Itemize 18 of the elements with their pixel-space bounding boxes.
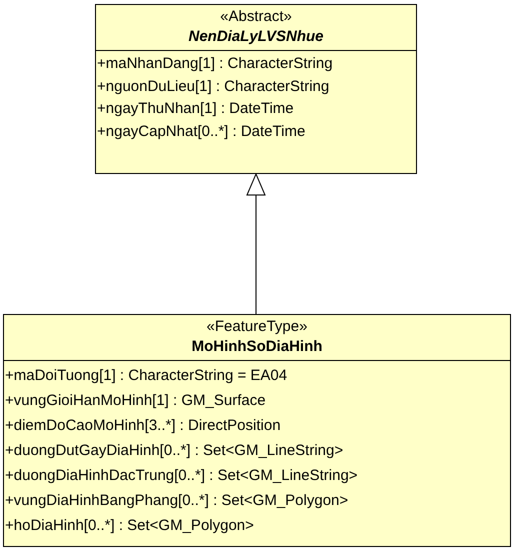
attribute: +vungGioiHanMoHinh[1] : GM_Surface [4, 391, 266, 411]
attribute: +diemDoCaoMoHinh[3..*] : DirectPosition [4, 416, 281, 436]
attribute: +vungDiaHinhBangPhang[0..*] : Set<GM_Polygon> [4, 491, 348, 511]
generalization-arrow [246, 174, 266, 314]
attribute: +duongDutGayDiaHinh[0..*] : Set<GM_LineString> [4, 441, 344, 461]
attribute: +nguonDuLieu[1] : CharacterString [96, 76, 330, 96]
class-box [3, 314, 511, 547]
class-name: MoHinhSoDiaHinh [190, 337, 324, 357]
attribute: +maDoiTuong[1] : CharacterString = EA04 [4, 366, 288, 386]
class-box [95, 4, 417, 174]
attribute: +maNhanDang[1] : CharacterString [96, 54, 333, 74]
attribute: +ngayCapNhat[0..*] : DateTime [96, 122, 306, 142]
stereotype: «FeatureType» [206, 317, 308, 337]
class-name: NenDiaLyLVSNhue [187, 27, 325, 47]
attribute: +hoDiaHinh[0..*] : Set<GM_Polygon> [4, 516, 254, 536]
stereotype: «Abstract» [219, 7, 293, 27]
attribute: +duongDiaHinhDacTrung[0..*] : Set<GM_LineString> [4, 466, 358, 486]
attribute: +ngayThuNhan[1] : DateTime [96, 99, 294, 119]
